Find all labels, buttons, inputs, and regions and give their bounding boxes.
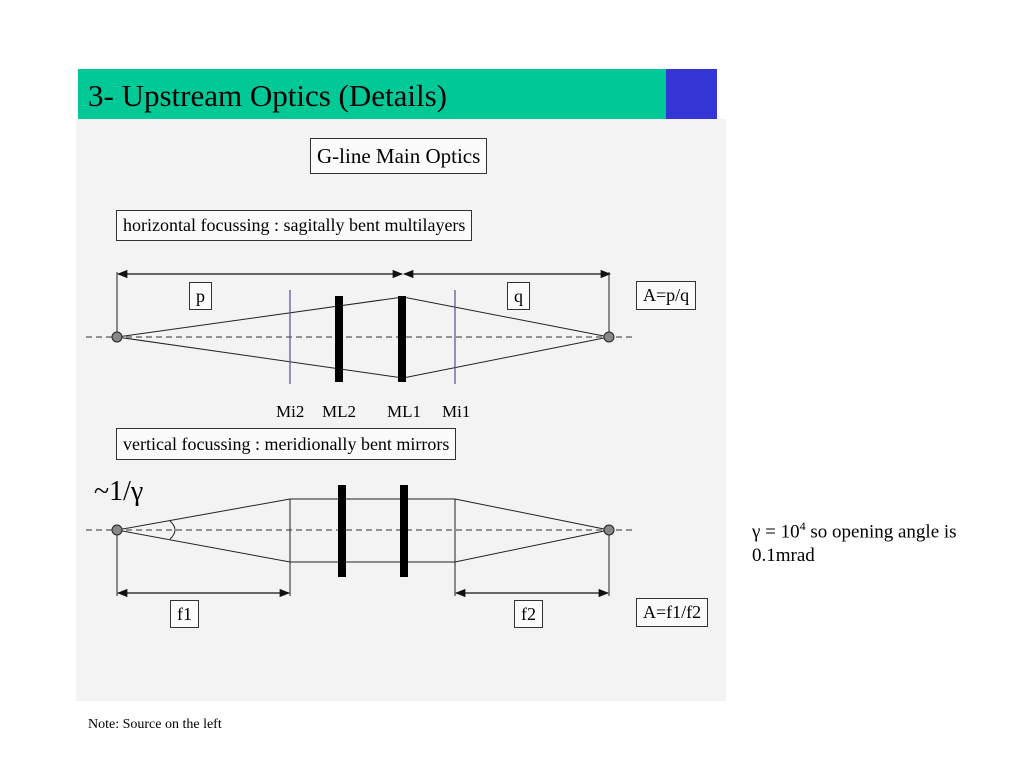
vertical-heading: vertical focussing : meridionally bent m… xyxy=(116,428,457,460)
vertical-section xyxy=(86,485,636,598)
formula-horizontal: A=p/q xyxy=(636,281,697,310)
mirror-bar-2 xyxy=(338,485,346,577)
element-label: ML2 xyxy=(322,402,356,421)
ray-envelope-lower xyxy=(116,336,610,379)
main-optics-title: G-line Main Optics xyxy=(310,138,488,174)
footnote: Note: Source on the left xyxy=(88,717,222,732)
title-bar xyxy=(78,69,666,119)
element-label: Mi1 xyxy=(442,402,470,421)
multilayer-ml1 xyxy=(398,296,406,382)
element-label: ML1 xyxy=(387,402,421,421)
gamma-note-base: γ = 10 xyxy=(752,521,800,543)
gamma-note-rest: so opening angle is 0.1mrad xyxy=(752,521,957,567)
opening-angle-arc xyxy=(169,520,176,540)
beam-envelope-upper xyxy=(116,498,610,531)
gamma-note-exponent: 4 xyxy=(799,519,806,533)
horizontal-heading: horizontal focussing : sagitally bent mu… xyxy=(116,210,473,241)
source-point-vertical xyxy=(111,524,123,536)
label-f1: f1 xyxy=(170,600,199,628)
horizontal-section xyxy=(86,269,636,384)
gamma-note: γ = 104 so opening angle is 0.1mrad xyxy=(752,514,1002,568)
mirror-bar-1 xyxy=(400,485,408,577)
label-f2: f2 xyxy=(514,600,543,628)
label-p: p xyxy=(189,282,212,310)
slide-title: 3- Upstream Optics (Details) xyxy=(88,78,447,113)
beam-envelope-lower xyxy=(116,529,610,563)
formula-vertical: A=f1/f2 xyxy=(636,598,709,627)
image-point-vertical xyxy=(603,524,615,536)
element-label: Mi2 xyxy=(276,402,304,421)
multilayer-ml2 xyxy=(335,296,343,382)
title-accent-square xyxy=(666,69,717,119)
opening-angle-label: ~1/γ xyxy=(94,476,144,507)
source-point xyxy=(111,331,123,343)
label-q: q xyxy=(507,282,530,310)
image-point xyxy=(603,331,615,343)
